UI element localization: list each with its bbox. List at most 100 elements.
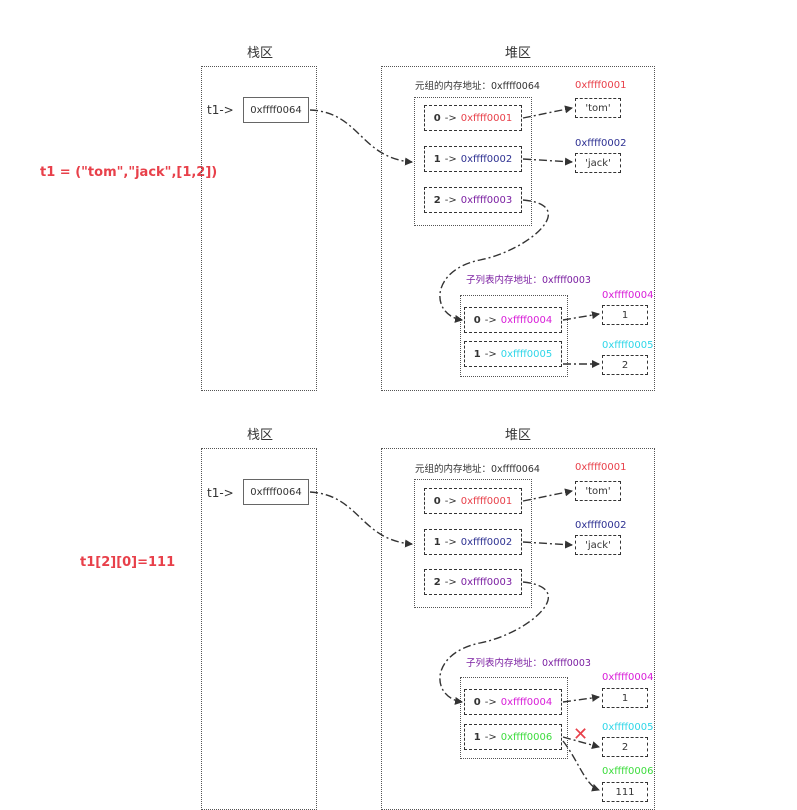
tuple-caption: 元组的内存地址：0xffff0064 (415, 81, 540, 92)
list-container (460, 677, 568, 759)
list-container (460, 295, 568, 377)
connector-slot0-to-tom (522, 488, 573, 502)
heap-header: 堆区 (504, 46, 531, 61)
slot-address: 0xffff0004 (500, 696, 553, 708)
slot-arrow: -> (444, 194, 457, 206)
slot-arrow: -> (444, 153, 457, 165)
stack-reference-box: 0xffff0064 (243, 97, 309, 123)
tuple-container (414, 479, 532, 608)
slot-address: 0xffff0005 (500, 348, 553, 360)
slot-arrow: -> (444, 576, 457, 588)
stack-region (201, 66, 317, 391)
slot-arrow: -> (444, 112, 457, 124)
tuple-container (414, 97, 532, 226)
value-address-label: 0xffff0001 (575, 80, 627, 91)
removed-reference-icon: ✕ (573, 724, 589, 745)
value-text: 2 (621, 741, 629, 753)
value-address-label: 0xffff0004 (602, 290, 654, 301)
value-box-1: 1 (602, 305, 648, 325)
value-box-jack: 'jack' (575, 535, 621, 555)
tuple-slot-1: 1->0xffff0002 (424, 529, 522, 555)
heap-header: 堆区 (504, 428, 531, 443)
tuple-slot-2: 2->0xffff0003 (424, 187, 522, 213)
tuple-caption: 元组的内存地址：0xffff0064 (415, 464, 540, 475)
connector-list0-to-1 (562, 311, 600, 321)
slot-address: 0xffff0002 (460, 153, 513, 165)
slot-address: 0xffff0001 (460, 495, 513, 507)
slot-arrow: -> (444, 495, 457, 507)
slot-arrow: -> (444, 536, 457, 548)
list-slot-1: 1->0xffff0005 (464, 341, 562, 367)
connector-slot0-to-tom (522, 105, 573, 119)
slot-index: 1 (433, 153, 441, 165)
list-caption: 子列表内存地址：0xffff0003 (466, 658, 591, 669)
value-box-2: 2 (602, 355, 648, 375)
tuple-slot-2: 2->0xffff0003 (424, 569, 522, 595)
slot-address: 0xffff0003 (460, 194, 513, 206)
connector-list1-to-111 (562, 740, 600, 792)
value-box-tom: 'tom' (575, 481, 621, 501)
connector-list1-to-2 (562, 736, 600, 749)
heap-region (381, 66, 655, 391)
value-box-1: 1 (602, 688, 648, 708)
slot-index: 0 (473, 314, 481, 326)
stack-reference-value: 0xffff0064 (250, 486, 302, 498)
slot-arrow: -> (484, 696, 497, 708)
slot-address: 0xffff0003 (460, 576, 513, 588)
list-slot-0: 0->0xffff0004 (464, 689, 562, 715)
value-address-label: 0xffff0001 (575, 462, 627, 473)
connector-stack-to-tuple (309, 109, 413, 166)
slot-arrow: -> (484, 348, 497, 360)
value-box-111: 111 (602, 782, 648, 802)
slot-arrow: -> (484, 731, 497, 743)
slot-index: 0 (433, 112, 441, 124)
slot-address: 0xffff0002 (460, 536, 513, 548)
value-text: 'tom' (585, 485, 611, 497)
value-text: 2 (621, 359, 629, 371)
slot-index: 1 (433, 536, 441, 548)
tuple-slot-0: 0->0xffff0001 (424, 105, 522, 131)
slot-address: 0xffff0006 (500, 731, 553, 743)
variable-label: t1-> (207, 103, 234, 117)
value-box-jack: 'jack' (575, 153, 621, 173)
stack-reference-box: 0xffff0064 (243, 479, 309, 505)
value-address-label: 0xffff0004 (602, 672, 654, 683)
value-box-2: 2 (602, 737, 648, 757)
slot-index: 0 (473, 696, 481, 708)
slot-address: 0xffff0004 (500, 314, 553, 326)
code-statement: t1 = ("tom","jack",[1,2]) (40, 165, 218, 180)
slot-index: 1 (473, 348, 481, 360)
slot-arrow: -> (484, 314, 497, 326)
value-address-label: 0xffff0005 (602, 722, 654, 733)
stack-header: 栈区 (246, 46, 273, 61)
slot-index: 2 (433, 576, 441, 588)
slot-address: 0xffff0001 (460, 112, 513, 124)
connector-slot2-to-list (439, 581, 549, 705)
connector-slot2-to-list (439, 199, 549, 323)
value-address-label: 0xffff0002 (575, 520, 627, 531)
value-text: 1 (621, 692, 629, 704)
stack-reference-value: 0xffff0064 (250, 104, 302, 116)
tuple-slot-0: 0->0xffff0001 (424, 488, 522, 514)
value-text: 1 (621, 309, 629, 321)
variable-label: t1-> (207, 486, 234, 500)
list-slot-1: 1->0xffff0006 (464, 724, 562, 750)
list-caption: 子列表内存地址：0xffff0003 (466, 275, 591, 286)
slot-index: 2 (433, 194, 441, 206)
value-address-label: 0xffff0005 (602, 340, 654, 351)
connector-slot1-to-jack (522, 157, 573, 166)
value-address-label: 0xffff0002 (575, 138, 627, 149)
stack-header: 栈区 (246, 428, 273, 443)
value-text: 'jack' (585, 539, 611, 551)
connector-slot1-to-jack (522, 540, 573, 549)
connector-list0-to-1 (562, 694, 600, 703)
value-box-tom: 'tom' (575, 98, 621, 118)
value-text: 'tom' (585, 102, 611, 114)
value-address-label: 0xffff0006 (602, 766, 654, 777)
list-slot-0: 0->0xffff0004 (464, 307, 562, 333)
tuple-slot-1: 1->0xffff0002 (424, 146, 522, 172)
slot-index: 1 (473, 731, 481, 743)
value-text: 'jack' (585, 157, 611, 169)
slot-index: 0 (433, 495, 441, 507)
